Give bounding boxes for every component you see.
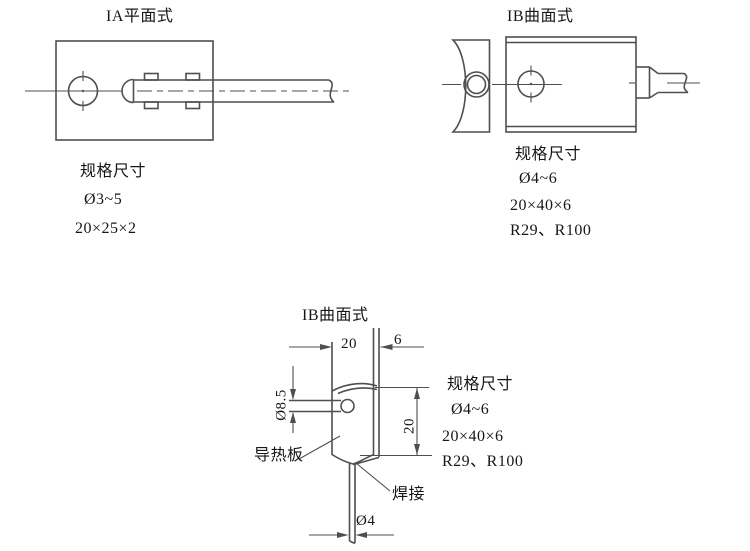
weld-leader-line xyxy=(355,462,391,492)
curved-type-detail-drawing xyxy=(289,328,432,545)
plate-leader-line xyxy=(298,435,341,460)
curved-spec-diameter: Ø4~6 xyxy=(519,170,558,187)
hole-center-dot xyxy=(529,82,533,86)
flat-spec-heading: 规格尺寸 xyxy=(80,163,147,180)
arrowhead-left xyxy=(380,344,393,350)
arrowhead-up xyxy=(414,388,420,399)
dim-rod-diameter: Ø4 xyxy=(356,513,376,529)
plate-top-arc-inner xyxy=(337,387,378,395)
weld-label: 焊接 xyxy=(392,486,426,503)
curved-plate-side-view xyxy=(451,39,491,133)
curved-spec-size: 20×40×6 xyxy=(510,197,572,214)
connector-taper-top xyxy=(649,66,659,75)
flat-spec-size: 20×25×2 xyxy=(75,220,137,237)
rod-break-symbol xyxy=(328,79,335,103)
detail-spec-radii: R29、R100 xyxy=(442,453,524,470)
connector-taper-bottom xyxy=(649,91,659,99)
dim-plate-height: 20 xyxy=(401,418,418,434)
dim-plate-width: 20 xyxy=(341,336,357,352)
flat-spec-diameter: Ø3~5 xyxy=(84,191,123,208)
plate-bottom-thickness-arc xyxy=(352,456,380,466)
boss-hole-circle xyxy=(340,398,355,414)
arrowhead-left xyxy=(355,532,367,538)
arrowhead-up xyxy=(290,412,296,423)
plate-bottom-arc-left xyxy=(331,453,354,465)
arrowhead-right xyxy=(337,532,349,538)
curved-type-title: IB曲面式 xyxy=(507,8,574,25)
detail-spec-heading: 规格尺寸 xyxy=(447,376,514,393)
hole-center-dot xyxy=(81,89,85,93)
boss-outer-circle xyxy=(463,71,490,98)
dim-tube-width: 6 xyxy=(394,332,402,348)
arrowhead-right xyxy=(320,344,332,350)
arrowhead-down xyxy=(290,389,296,400)
rod-tip xyxy=(349,540,356,545)
curved-type-drawing xyxy=(442,36,700,133)
plate-label: 导热板 xyxy=(254,447,304,464)
rod-break-symbol xyxy=(683,72,689,94)
flat-type-title: IA平面式 xyxy=(106,8,174,25)
rod-tab xyxy=(143,72,159,81)
rod-tab xyxy=(185,72,201,81)
arrowhead-down xyxy=(414,444,420,455)
curved-plate-front-view xyxy=(505,36,637,133)
curved-spec-radii: R29、R100 xyxy=(510,222,592,239)
flat-type-drawing xyxy=(25,40,351,141)
detail-spec-size: 20×40×6 xyxy=(442,428,504,445)
dim-boss-diameter: Ø8.5 xyxy=(273,389,290,421)
boss-inner-circle xyxy=(466,74,487,95)
rod-end-cap xyxy=(121,78,134,104)
detail-spec-diameter: Ø4~6 xyxy=(451,401,490,418)
plate-top-arc-outer xyxy=(331,382,378,392)
rod-tab xyxy=(143,101,159,110)
rod-tab xyxy=(185,101,201,110)
curved-spec-heading: 规格尺寸 xyxy=(515,146,582,163)
detail-title: IB曲面式 xyxy=(302,307,369,324)
